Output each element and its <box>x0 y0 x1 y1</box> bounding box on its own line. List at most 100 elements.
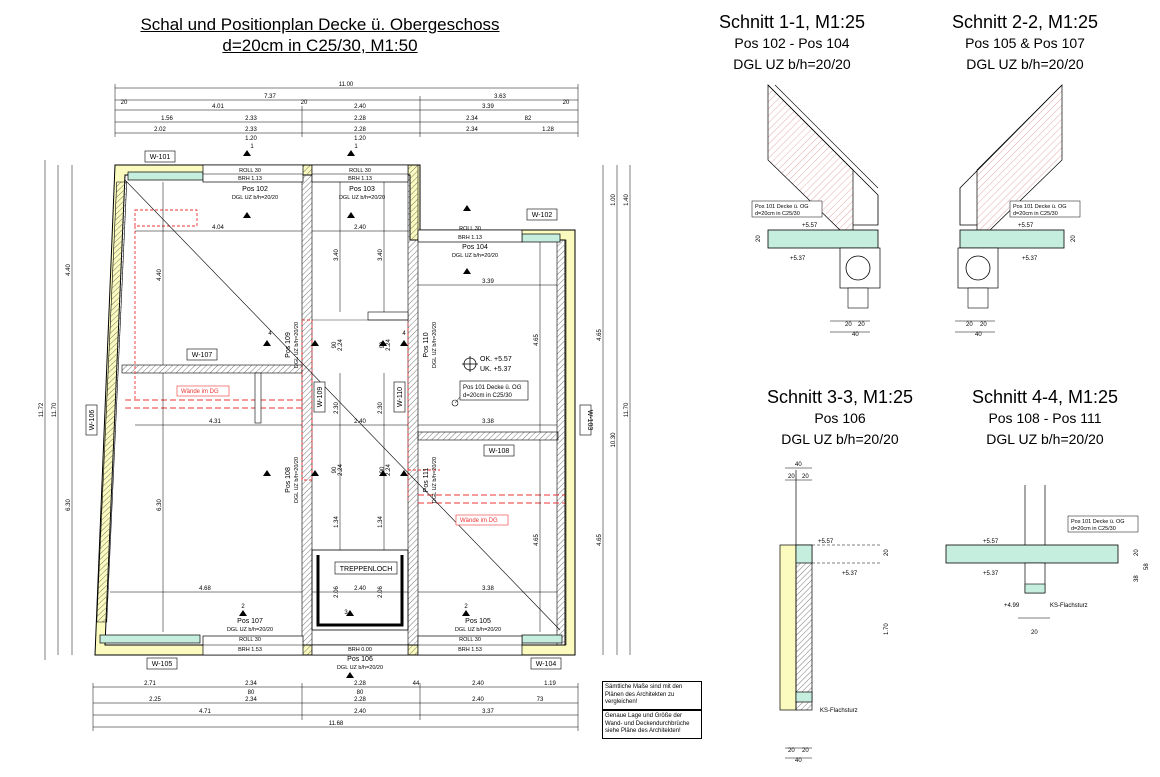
pos-103-dgl: DGL UZ b/h=20/20 <box>339 195 385 201</box>
s4-level-499: +4.99 <box>1004 603 1020 609</box>
dim-134a: 1.34 <box>334 516 340 528</box>
s3-ks: KS-Flachsturz <box>820 708 858 714</box>
dim-230a: 2.30 <box>334 402 340 414</box>
bottom-dim-text: 2.71 2.34 2.28 44 2.40 1.19 80 80 2.25 2… <box>144 681 556 727</box>
pos-108-dgl: DGL UZ b/h=20/20 <box>294 457 300 503</box>
dg-callouts: Wände im DG Wände im DG <box>176 385 509 526</box>
plan-dg-walls <box>125 209 565 504</box>
s1-pos101-2: d=20cm in C25/30 <box>755 211 800 217</box>
section-3-heading: Schnitt 3-3, M1:25 <box>766 387 914 407</box>
dim-right-1030: 10.30 <box>611 432 617 448</box>
dim-206b: 2.06 <box>378 586 384 598</box>
s1-pos101-1: Pos 101 Decke ü. OG <box>755 204 809 210</box>
dim-bot-234a: 2.34 <box>245 681 257 687</box>
s3-d20b: 20 <box>788 474 795 480</box>
dim-339: 3.39 <box>482 279 494 285</box>
section-3-pos: Pos 106 <box>814 410 866 426</box>
section-4-dgl: DGL UZ b/h=20/20 <box>986 431 1104 447</box>
pos-103-label: Pos 103 <box>349 186 375 193</box>
s2-d20c: 20 <box>980 322 987 328</box>
pos-107-label: Pos 107 <box>237 618 263 625</box>
dim-top-128: 1.28 <box>542 127 554 133</box>
wall-tag-w109: W-109 <box>317 387 324 408</box>
plan-inner-dimensions <box>110 182 557 632</box>
rollo-label-4: ROLL 30 <box>239 637 261 643</box>
s2-level-top: +5.57 <box>1018 223 1034 229</box>
section-4-heading: Schnitt 4-4, M1:25 <box>971 387 1119 407</box>
section-2-heading: Schnitt 2-2, M1:25 <box>951 12 1099 32</box>
sec-mark-2b: 2 <box>464 604 468 610</box>
section-markers: 1 1 4 4 2 2 3 <box>239 144 471 678</box>
wall-tag-w108: W-108 <box>489 448 510 455</box>
dim-bot-80a: 80 <box>248 690 255 696</box>
dim-440: 4.40 <box>157 269 163 281</box>
s1-d20c: 20 <box>858 322 865 328</box>
rollo-label-1: ROLL 30 <box>239 168 261 174</box>
dg-label-2: Wände im DG <box>460 518 498 524</box>
pos-106-dgl: DGL UZ b/h=20/20 <box>337 665 383 671</box>
dim-404: 4.04 <box>212 225 224 231</box>
s4-level-top: +5.57 <box>983 539 999 545</box>
dim-left-630: 6.30 <box>66 499 72 511</box>
brh-label-5: BRH 0.00 <box>348 647 372 653</box>
dim-top-233a: 2.33 <box>245 116 257 122</box>
dim-top-737: 7.37 <box>264 94 276 100</box>
dim-top-82: 82 <box>525 116 532 122</box>
dim-90a: 90 <box>332 341 338 348</box>
side-dim-text: 11.72 11.70 4.40 6.30 1.40 1.00 4.65 4.6… <box>39 194 630 546</box>
dim-top-339: 3.39 <box>482 104 494 110</box>
note-dimensions-text: Sämtliche Maße sind mit den Plänen des A… <box>605 684 683 705</box>
sec-mark-3a: 3 <box>344 610 348 616</box>
s3-level-bot: +5.37 <box>842 571 858 577</box>
stair-opening-label: TREPPENLOCH <box>340 566 393 573</box>
dim-bot-228a: 2.28 <box>354 681 366 687</box>
s1-d20b: 20 <box>845 322 852 328</box>
dim-right-465b: 4.65 <box>597 534 603 546</box>
dim-top-228a: 2.28 <box>354 116 366 122</box>
s2-d20b: 20 <box>966 322 973 328</box>
dim-top-401: 4.01 <box>212 104 224 110</box>
dim-right-100: 1.00 <box>611 194 617 206</box>
rollo-label-6: ROLL 30 <box>459 637 481 643</box>
s4-pos101-1: Pos 101 Decke ü. OG <box>1071 519 1125 525</box>
wall-tag-w103: W-103 <box>586 410 593 431</box>
dim-right-1170: 11.70 <box>624 402 630 417</box>
s3-d20: 20 <box>884 549 890 556</box>
section-1-title: Schnitt 1-1, M1:25 Pos 102 - Pos 104 DGL… <box>712 12 872 75</box>
note-openings-text: Genaue Lage und Größe der Wand- und Deck… <box>605 713 690 734</box>
plan-internal-lines <box>124 179 561 631</box>
dim-bot-228b: 2.28 <box>354 697 366 703</box>
pos-105-label: Pos 105 <box>465 618 491 625</box>
pos-102-dgl: DGL UZ b/h=20/20 <box>232 195 278 201</box>
level-ok: OK. +5.57 <box>480 356 512 363</box>
dim-top-228b: 2.28 <box>354 127 366 133</box>
dim-90b: 90 <box>380 341 386 348</box>
wall-tag-w105: W-105 <box>152 661 173 668</box>
dim-bot-240a: 2.40 <box>472 681 484 687</box>
section-1-drawing: +5.57 +5.37 Pos 101 Decke ü. OG d=20cm i… <box>751 84 881 338</box>
section-2-pos: Pos 105 & Pos 107 <box>965 35 1085 51</box>
note-dimensions: Sämtliche Maße sind mit den Plänen des A… <box>602 681 702 710</box>
dim-right-465a: 4.65 <box>597 329 603 341</box>
dim-left-1172: 11.72 <box>39 402 45 417</box>
dim-top-20c: 20 <box>563 100 570 106</box>
rollo-label-2: ROLL 30 <box>349 168 371 174</box>
s4-pos101-2: d=20cm in C25/30 <box>1071 526 1116 532</box>
level-marker: OK. +5.57 UK. +5.37 Pos 101 Decke ü. OG … <box>459 356 529 401</box>
s4-d20b: 20 <box>1031 630 1038 636</box>
pos-108-label: Pos 108 <box>285 467 292 493</box>
section-4-pos: Pos 108 - Pos 111 <box>988 410 1102 426</box>
pos-104-label: Pos 104 <box>462 244 488 251</box>
dim-bot-337: 3.37 <box>482 709 494 715</box>
dim-left-440: 4.40 <box>66 264 72 276</box>
sec-mark-2a: 2 <box>241 604 245 610</box>
brh-label-1: BRH 1.13 <box>238 176 262 182</box>
dim-top-234b: 2.34 <box>466 127 478 133</box>
s4-d20: 20 <box>1134 549 1140 556</box>
s2-pos101-1: Pos 101 Decke ü. OG <box>1013 204 1067 210</box>
note-openings: Genaue Lage und Größe der Wand- und Deck… <box>602 710 702 739</box>
s3-level-top: +5.57 <box>818 539 834 545</box>
dg-label-1: Wände im DG <box>181 389 219 395</box>
plan-outer-walls <box>94 164 576 656</box>
level-uk: UK. +5.37 <box>480 366 511 373</box>
